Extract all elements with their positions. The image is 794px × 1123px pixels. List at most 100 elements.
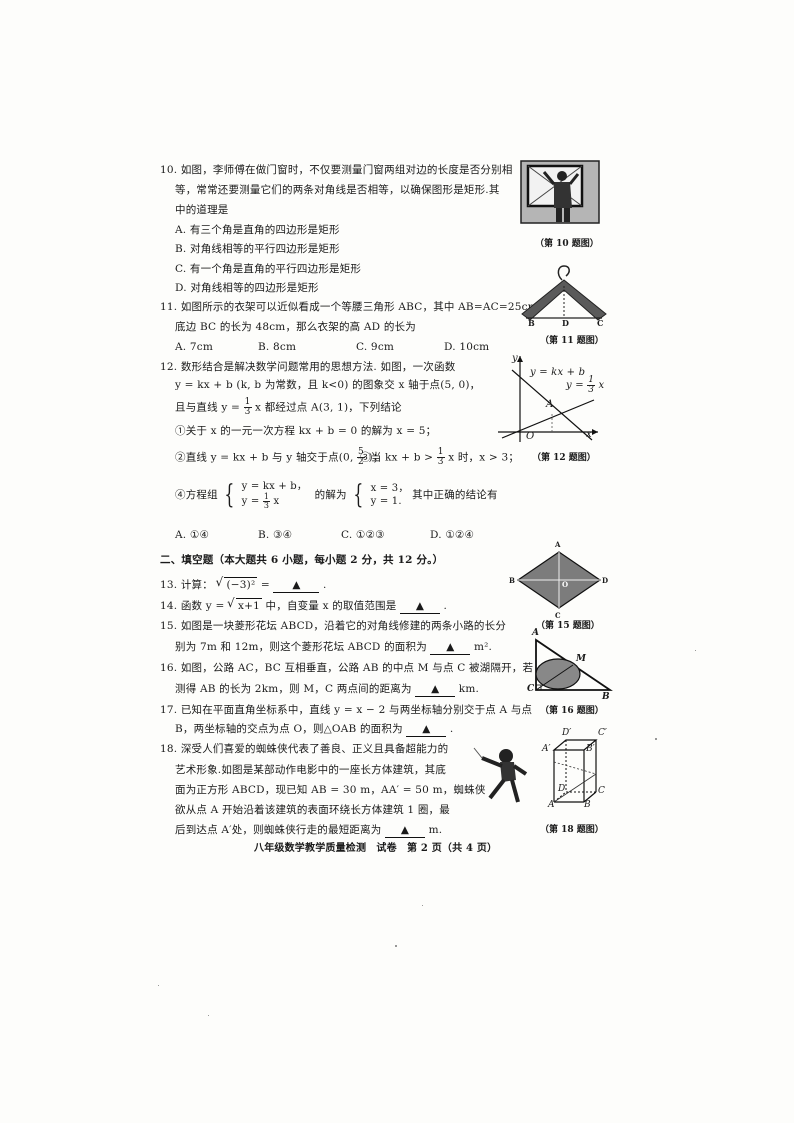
q12-option-c: C. ①②③ <box>341 529 385 541</box>
sqrt-icon: √ <box>227 596 235 610</box>
q12-s2-num: 5 <box>357 447 365 458</box>
q12-s4-sys-line1: y = kx + b， <box>241 481 308 492</box>
q18-label-c: C <box>598 786 605 796</box>
q10-option-d: D. 对角线相等的四边形是矩形 <box>175 282 319 294</box>
q12-graph-line1-label: y = kx + b <box>530 367 586 378</box>
q13-prefix: 13. 计算： <box>160 579 213 591</box>
q14-prefix: 14. 函数 y = <box>160 600 225 612</box>
q12-s2-prefix: ②直线 y = kx + b 与 y 轴交于点(0, <box>175 451 354 464</box>
q12-figure-caption: （第 12 题图） <box>532 453 596 463</box>
q12-s2-den: 2 <box>358 457 364 467</box>
q18-label-a: A <box>548 800 555 810</box>
q12-s3-suffix: x 时，x > 3； <box>448 451 520 464</box>
q12-s4-sol-line2: y = 1. <box>370 496 402 507</box>
q16-blank-mark: ▲ <box>431 683 440 695</box>
q12-graph-origin-label: O <box>526 431 535 442</box>
q18-line4: 欲从点 A 开始沿着该建筑的表面环绕长方体建筑 1 圈，最 <box>175 804 450 816</box>
q11-option-b: B. 8cm <box>258 341 297 353</box>
q10-option-c: C. 有一个角是直角的平行四边形是矩形 <box>175 263 362 275</box>
scan-speck <box>655 738 657 740</box>
q12-s4-middle: 的解为 <box>314 489 347 501</box>
q12-graph-line2-prefix: y = <box>566 380 584 391</box>
q12-s4-suffix: 其中正确的结论有 <box>412 489 498 501</box>
q11-line2: 底边 BC 的长为 48cm，那么衣架的高 AD 的长为 <box>175 321 416 333</box>
q12-s3-prefix: ③当 kx + b > <box>360 451 434 464</box>
q12-line2: y = kx + b (k, b 为常数，且 k<0) 的图象交 x 轴于点(5… <box>175 379 481 391</box>
q12-graph-y-label: y <box>512 353 518 364</box>
q14-line: 14. 函数 y = √x+1 中，自变量 x 的取值范围是 ▲ . <box>160 596 447 614</box>
q15-line2: 别为 7m 和 12m，则这个菱形花坛 ABCD 的面积为 ▲ m². <box>175 640 492 655</box>
q16-label-b: B <box>602 692 610 702</box>
q13-blank-mark: ▲ <box>292 579 301 591</box>
q10-line2: 等，常常还要测量它们的两条对角线是否相等，以确保图形是矩形.其 <box>175 184 500 196</box>
q12-s4-brace2: { <box>353 480 364 510</box>
q12-line3-num: 1 <box>243 397 252 408</box>
q13-end: . <box>323 579 327 591</box>
q12-line3-prefix: 且与直线 y = <box>175 401 241 414</box>
q15-label-a: A <box>555 540 561 549</box>
q15-blank-mark: ▲ <box>446 641 455 653</box>
q18-answer-blank: ▲ <box>385 823 426 838</box>
q15-line2-prefix: 别为 7m 和 12m，则这个菱形花坛 ABCD 的面积为 <box>175 641 427 653</box>
q18-cuboid-figure <box>552 739 598 803</box>
q14-sqrt: √x+1 <box>227 596 262 613</box>
q16-line2-prefix: 测得 AB 的长为 2km，则 M，C 两点间的距离为 <box>175 683 412 695</box>
q13-equals: = <box>260 579 270 591</box>
q18-line5-suffix: m. <box>428 824 443 836</box>
q10-line3: 中的道理是 <box>175 204 229 216</box>
q15-rhombus-figure <box>516 551 602 609</box>
q10-figure-caption: （第 10 题图） <box>535 239 599 249</box>
q12-graph-line2-suffix: x <box>598 380 605 391</box>
q10-option-a: A. 有三个角是直角的四边形是矩形 <box>175 224 340 236</box>
q14-answer-blank: ▲ <box>400 599 440 614</box>
q12-line3-suffix: x 都经过点 A(3, 1)，下列结论 <box>255 401 402 414</box>
q18-label-b-prime: B′ <box>586 744 595 754</box>
q18-figure-caption: （第 18 题图） <box>540 825 604 835</box>
q18-line3: 面为正方形 ABCD，现已知 AB = 30 m，AA′ = 50 m，蜘蛛侠 <box>175 784 486 796</box>
q12-s4-sol-line1: x = 3， <box>370 483 409 494</box>
q12-graph-line2-num: 1 <box>587 375 596 386</box>
q13-answer-blank: ▲ <box>273 578 320 593</box>
q12-option-a: A. ①④ <box>175 529 210 541</box>
q14-middle: 中，自变量 x 的取值范围是 <box>265 600 397 612</box>
q11-hanger-figure <box>521 265 607 321</box>
scan-speck <box>158 985 159 986</box>
q17-line1: 17. 已知在平面直角坐标系中，直线 y = x − 2 与两坐标轴分别交于点 … <box>160 704 533 716</box>
q11-line1: 11. 如图所示的衣架可以近似看成一个等腰三角形 ABC，其中 AB=AC=25… <box>160 301 549 313</box>
q11-label-b: B <box>528 318 535 328</box>
q18-line2: 艺术形象.如图是某部动作电影中的一座长方体建筑，其底 <box>175 764 447 776</box>
q17-line2-prefix: B，两坐标轴的交点为点 O，则△OAB 的面积为 <box>175 723 403 735</box>
scan-speck <box>208 1015 209 1016</box>
q16-label-m: M <box>576 654 586 664</box>
q17-line2-suffix: . <box>449 723 454 735</box>
q16-label-c: C <box>527 684 535 694</box>
q16-line1: 16. 如图，公路 AC，BC 互相垂直，公路 AB 的中点 M 与点 C 被湖… <box>160 662 534 674</box>
q12-s3-num: 1 <box>436 447 445 458</box>
q11-figure-caption: （第 11 题图） <box>540 336 604 346</box>
q14-expr: x+1 <box>238 600 260 612</box>
scan-speck <box>395 945 397 947</box>
sqrt-icon: √ <box>215 575 224 589</box>
q18-line1: 18. 深受人们喜爱的蜘蛛侠代表了善良、正义且具备超能力的 <box>160 743 449 755</box>
q12-s4-sys-line2-prefix: y = <box>241 496 260 507</box>
q11-option-d: D. 10cm <box>444 341 490 353</box>
q16-line2: 测得 AB 的长为 2km，则 M，C 两点间的距离为 ▲ km. <box>175 682 479 697</box>
q12-line3-den: 3 <box>244 407 251 417</box>
q18-spiderman-figure <box>473 747 528 803</box>
q17-blank-mark: ▲ <box>422 723 431 735</box>
q18-line5-prefix: 后到达点 A′处，则蜘蛛侠行走的最短距离为 <box>175 824 382 836</box>
q12-graph-figure <box>498 356 598 442</box>
